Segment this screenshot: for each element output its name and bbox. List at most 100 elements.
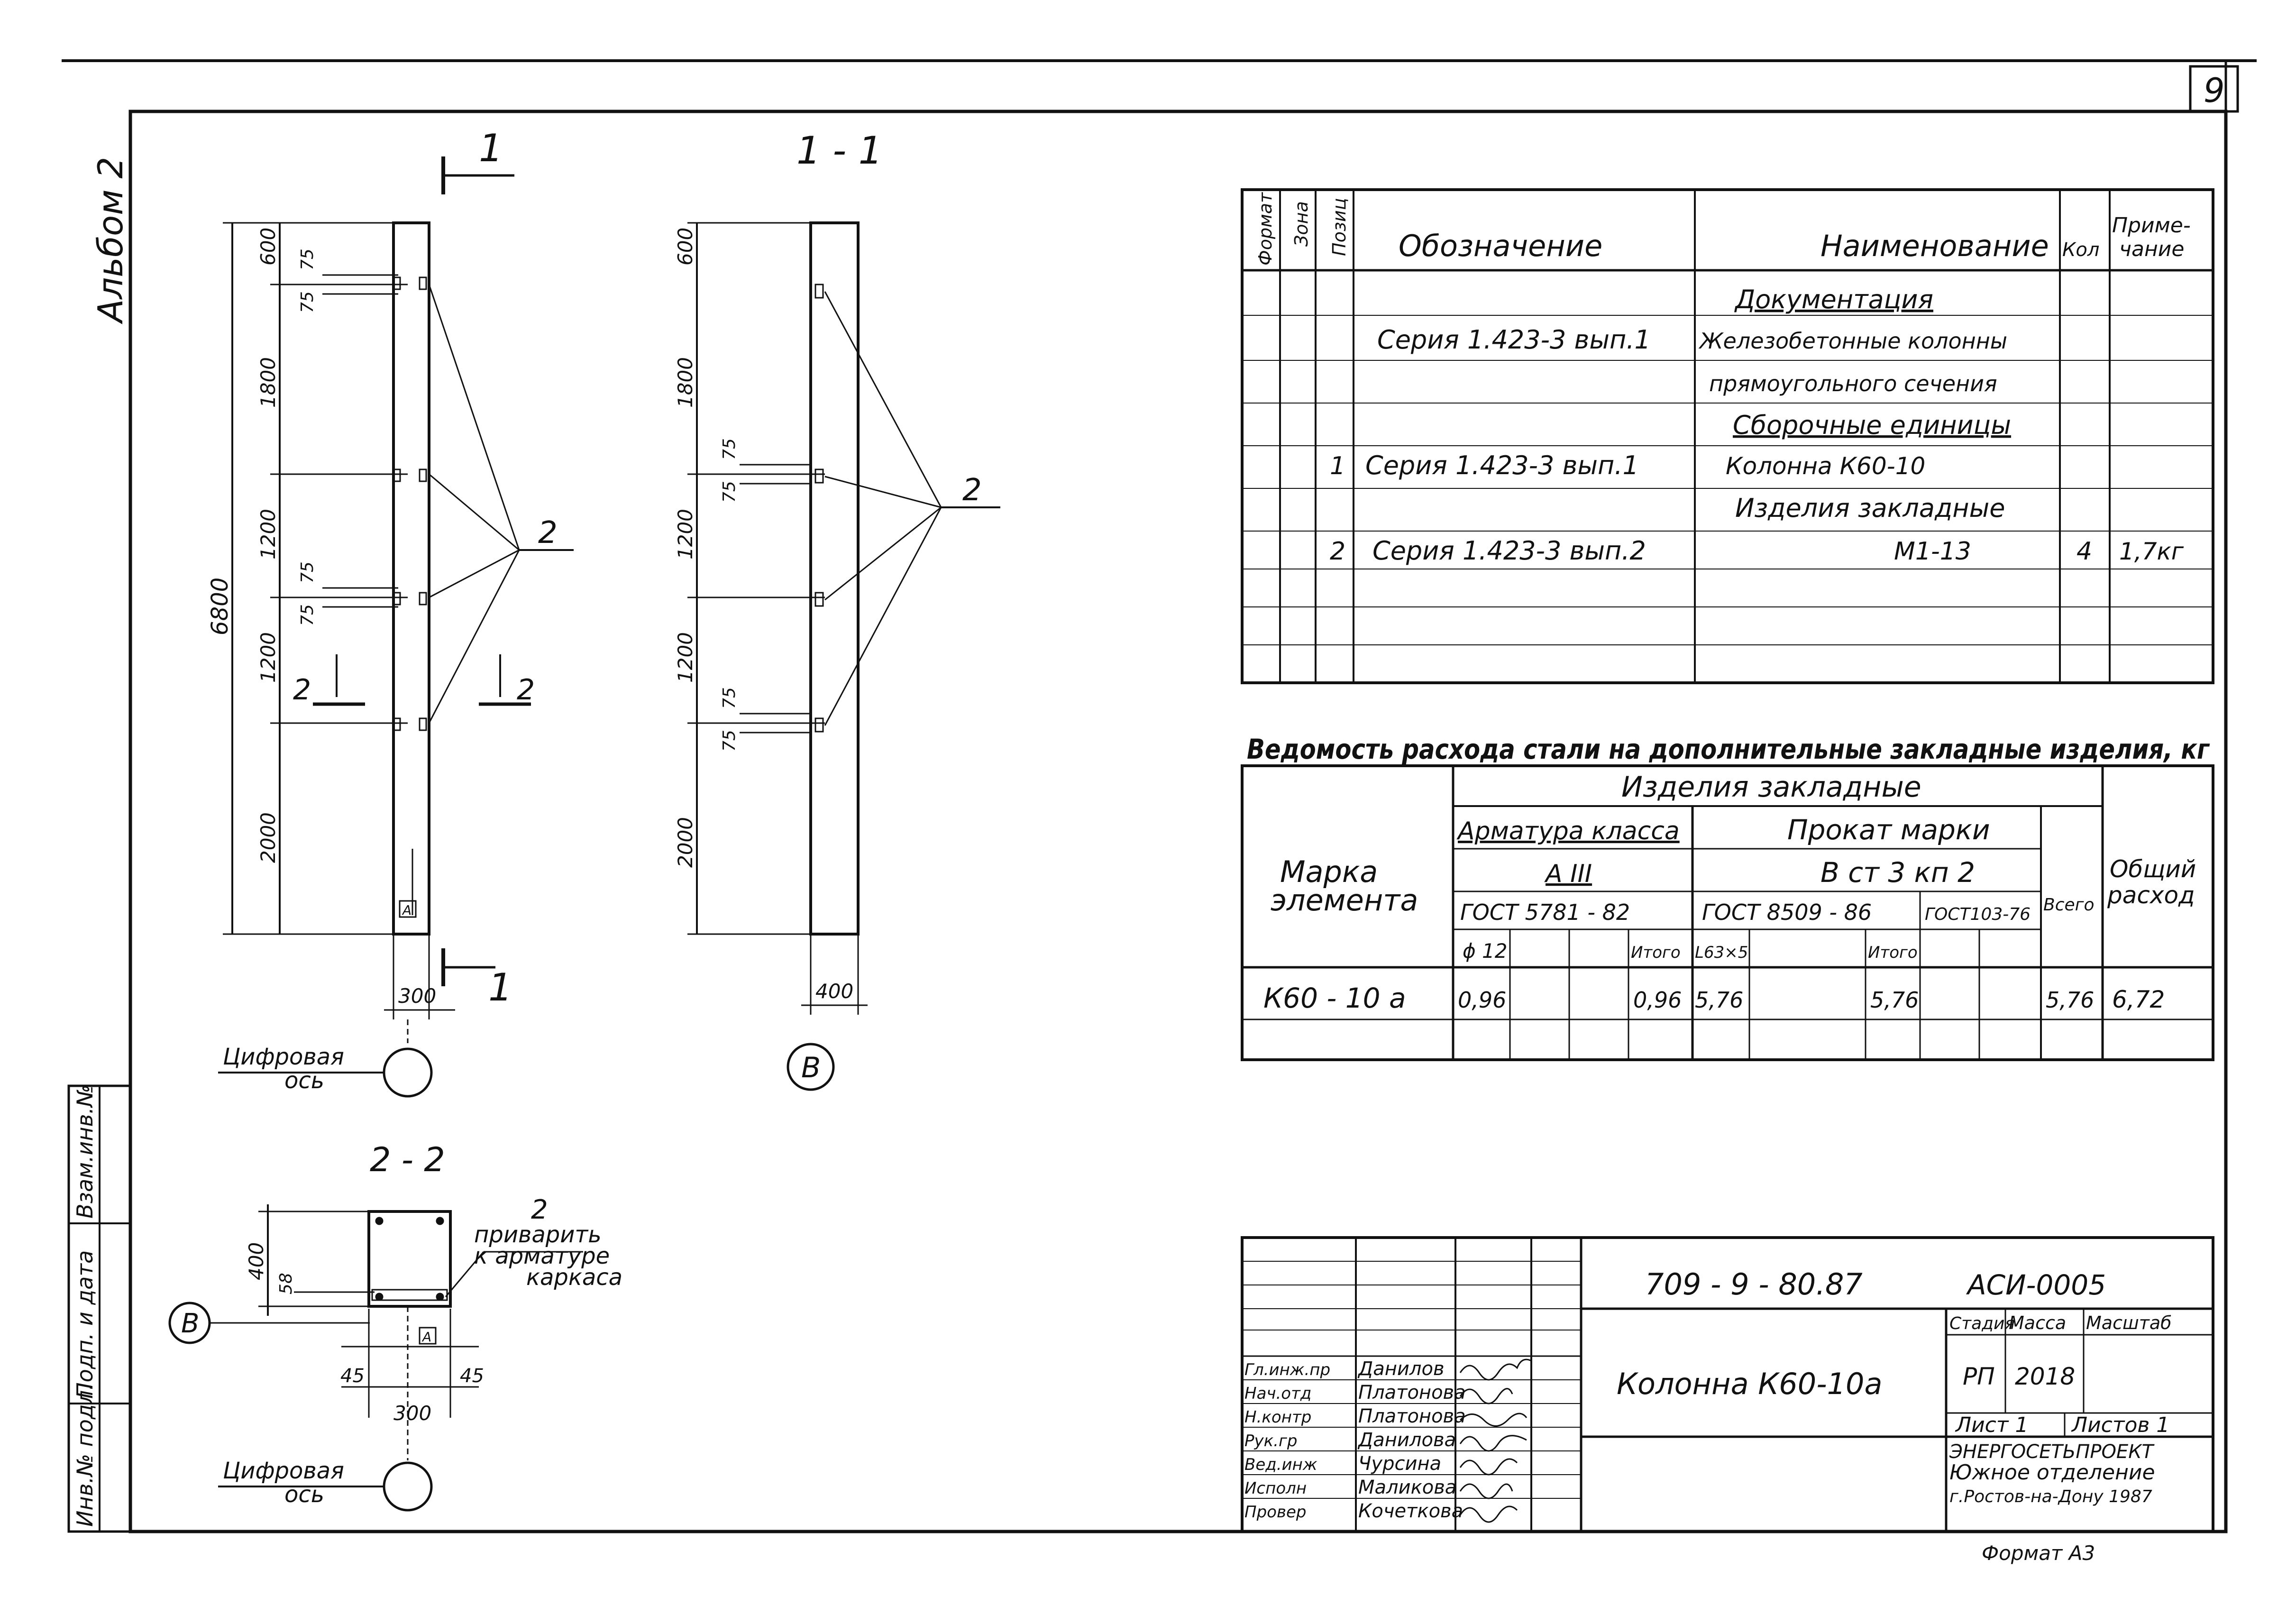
section-2-2-title: 2 - 2 — [370, 1140, 445, 1179]
tb-sheets: Листов 1 — [2071, 1413, 2169, 1437]
side-strip: Взам.инв.№ Подп. и дата Инв.№ подл. — [67, 1084, 132, 1533]
spec-h-qty: Кол — [2062, 239, 2099, 261]
side-replace-inv: Взам.инв.№ — [72, 1084, 98, 1219]
side-sign-date: Подп. и дата — [72, 1250, 98, 1399]
spec-row-7-pos: 2 — [1330, 537, 1345, 566]
tb-mass: 2018 — [2015, 1363, 2075, 1390]
s11-dim-75a: 75 — [720, 438, 739, 460]
spec-rows: Документация Серия 1.423-3 вып.1 Железоб… — [1330, 284, 2184, 566]
column-elevation — [218, 156, 574, 1098]
steel-row-l63: 5,76 — [1695, 987, 1743, 1013]
s22-dim-58: 58 — [276, 1273, 296, 1294]
steel-h-l63: L63×5 — [1695, 943, 1748, 962]
steel-h-rolled: Прокат марки — [1787, 814, 1990, 846]
spec-table-grid — [1241, 188, 2214, 684]
spec-row-7-designation: Серия 1.423-3 вып.2 — [1372, 536, 1646, 566]
s22-axis-label-2: ось — [284, 1481, 324, 1508]
elev-dim-1800: 1800 — [256, 357, 280, 408]
steel-h-itogo1: Итого — [1631, 943, 1681, 962]
tb-stage-label: Стадия — [1949, 1314, 2015, 1333]
tb-people: Гл.инж.пр Данилов Нач.отд Платонова Н.ко… — [1244, 1358, 1466, 1522]
s11-dim-2000: 2000 — [674, 817, 697, 868]
spec-row-5-designation: Серия 1.423-3 вып.1 — [1365, 450, 1639, 480]
tb-sheet: Лист 1 — [1955, 1413, 2028, 1437]
steel-row-element: К60 - 10 а — [1263, 982, 1406, 1014]
steel-h-itogo2: Итого — [1868, 943, 1918, 962]
elev-dim-75b: 75 — [298, 291, 317, 313]
spec-row-5-pos: 1 — [1330, 452, 1345, 480]
s22-axis-label-1: Цифровая — [223, 1458, 344, 1484]
elev-dim-75c: 75 — [298, 561, 317, 583]
tb-name-3: Платонова — [1358, 1405, 1466, 1427]
side-inv-no: Инв.№ подл. — [72, 1383, 98, 1527]
elev-dim-width: 300 — [398, 984, 436, 1008]
tb-role-1: Гл.инж.пр — [1244, 1360, 1330, 1379]
spec-h-zone: Зона — [1291, 201, 1312, 247]
section-1-1-title: 1 - 1 — [796, 128, 883, 173]
tb-role-2: Нач.отд — [1244, 1384, 1311, 1403]
s22-dim-width: 300 — [393, 1402, 431, 1425]
elev-axis-label-1: Цифровая — [223, 1044, 344, 1070]
s22-callout: 2 — [531, 1194, 548, 1225]
cut-mark-right: 2 — [517, 673, 535, 706]
s22-dim-height: 400 — [245, 1242, 268, 1280]
tb-name-5: Чурсина — [1358, 1453, 1441, 1475]
spec-h-pos: Позиц — [1329, 198, 1350, 256]
elev-dim-2000: 2000 — [256, 812, 280, 863]
s22-note-2: к арматуре — [474, 1243, 610, 1269]
steel-h-rolled-grade: В ст 3 кп 2 — [1820, 856, 1975, 889]
tb-scale-label: Масштаб — [2086, 1312, 2172, 1333]
tb-role-4: Рук.гр — [1244, 1431, 1297, 1450]
s11-dim-75d: 75 — [720, 730, 739, 752]
steel-h-element-1: Марка — [1280, 854, 1378, 889]
cut-mark-left: 2 — [293, 673, 311, 706]
steel-h-overall-1: Общий — [2110, 855, 2196, 883]
tb-org-3: г.Ростов-на-Дону 1987 — [1949, 1487, 2152, 1506]
spec-row-2-name: Железобетонные колонны — [1698, 328, 2007, 354]
steel-table-grid — [1241, 764, 2214, 1061]
spec-row-1-name: Документация — [1734, 284, 1933, 314]
tb-name-7: Кочеткова — [1358, 1500, 1463, 1522]
s22-axis-letter: В — [181, 1308, 199, 1339]
format-label: Формат А3 — [1982, 1541, 2095, 1565]
s22-dim-45a: 45 — [340, 1365, 365, 1387]
s22-dim-45b: 45 — [460, 1365, 484, 1387]
steel-h-rebar: Арматура класса — [1456, 817, 1680, 845]
tb-role-7: Провер — [1244, 1503, 1307, 1522]
tb-drawing-name: Колонна К60-10а — [1617, 1367, 1882, 1401]
elev-dim-1200b: 1200 — [256, 632, 280, 683]
steel-h-element-2: элемента — [1271, 883, 1418, 918]
spec-h-designation: Обозначение — [1399, 229, 1602, 263]
spec-row-7-note: 1,7кг — [2119, 538, 2184, 565]
s22-note-1: приварить — [474, 1221, 602, 1248]
tb-role-5: Вед.инж — [1244, 1455, 1317, 1474]
spec-h-name: Наименование — [1820, 229, 2049, 263]
steel-h-phi12: ϕ 12 — [1463, 939, 1508, 963]
spec-row-7-qty: 4 — [2076, 537, 2092, 566]
section-2-2-view — [168, 1204, 583, 1512]
elev-stamp-letter: А — [402, 902, 412, 918]
steel-table-title: Ведомость расхода стали на дополнительны… — [1247, 733, 2210, 765]
steel-row-itogo2: 5,76 — [1870, 987, 1919, 1013]
steel-h-rolled-gost2: ГОСТ103-76 — [1925, 905, 2031, 924]
steel-row-phi12: 0,96 — [1458, 987, 1506, 1013]
spec-row-6-name: Изделия закладные — [1735, 493, 2005, 523]
steel-h-total: Всего — [2043, 895, 2095, 915]
tb-sheet-code: АСИ-0005 — [1966, 1269, 2106, 1301]
spec-h-note-1: Приме- — [2112, 213, 2191, 238]
tb-org-1: ЭНЕРГОСЕТЬПРОЕКТ — [1949, 1441, 2155, 1463]
steel-row-total: 5,76 — [2046, 987, 2094, 1013]
album-label: Альбом 2 — [91, 157, 130, 324]
elev-dim-600: 600 — [256, 228, 280, 266]
spec-row-4-name: Сборочные единицы — [1733, 410, 2011, 440]
s11-dim-width: 400 — [815, 980, 853, 1003]
steel-h-rolled-gost1: ГОСТ 8509 - 86 — [1702, 899, 1872, 925]
s11-dim-1800: 1800 — [674, 357, 697, 408]
page-number: 9 — [2204, 71, 2225, 110]
tb-name-6: Маликова — [1358, 1477, 1456, 1498]
s11-dim-75c: 75 — [720, 687, 739, 709]
steel-h-rebar-class: А III — [1544, 860, 1592, 888]
signatures — [1459, 1358, 1532, 1523]
tb-mass-label: Масса — [2009, 1312, 2066, 1333]
